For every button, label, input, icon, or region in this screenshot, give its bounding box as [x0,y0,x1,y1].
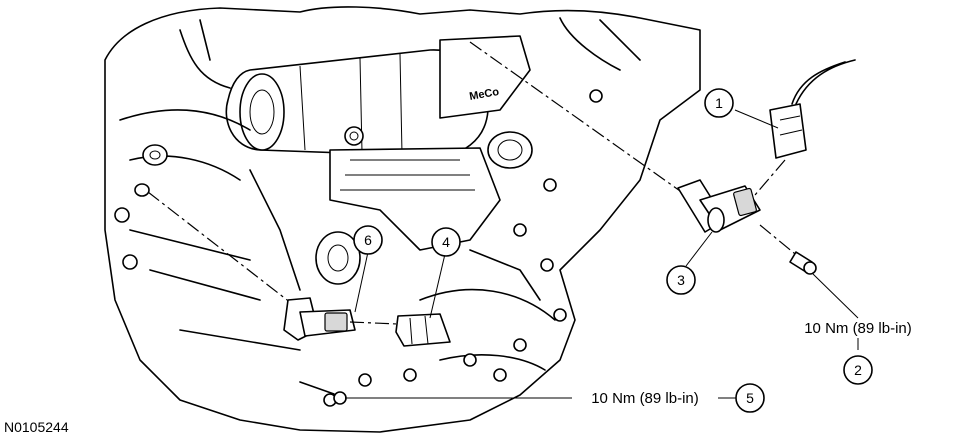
leader-lines [345,109,859,399]
engine-block-drawing: MeCo [104,6,701,433]
callout-4: 4 [431,227,461,257]
torque-spec-item-2: 10 Nm (89 lb-in) [804,320,912,337]
callout-6: 6 [353,225,383,255]
lower-sensor-assembly [147,191,451,405]
upper-sensor-assembly [469,41,856,275]
callout-4-number: 4 [442,234,450,250]
callout-3-number: 3 [677,272,685,288]
callout-2-number: 2 [854,362,862,378]
engraved-label: MeCo [468,86,500,103]
callout-1: 1 [704,88,734,118]
torque-spec-item-5: 10 Nm (89 lb-in) [591,390,699,407]
callout-5-number: 5 [746,390,754,406]
callout-2: 2 [843,355,873,385]
callout-3: 3 [666,265,696,295]
callout-5: 5 [735,383,765,413]
callout-6-number: 6 [364,232,372,248]
callout-1-number: 1 [715,95,723,111]
figure-id: N0105244 [4,419,69,435]
